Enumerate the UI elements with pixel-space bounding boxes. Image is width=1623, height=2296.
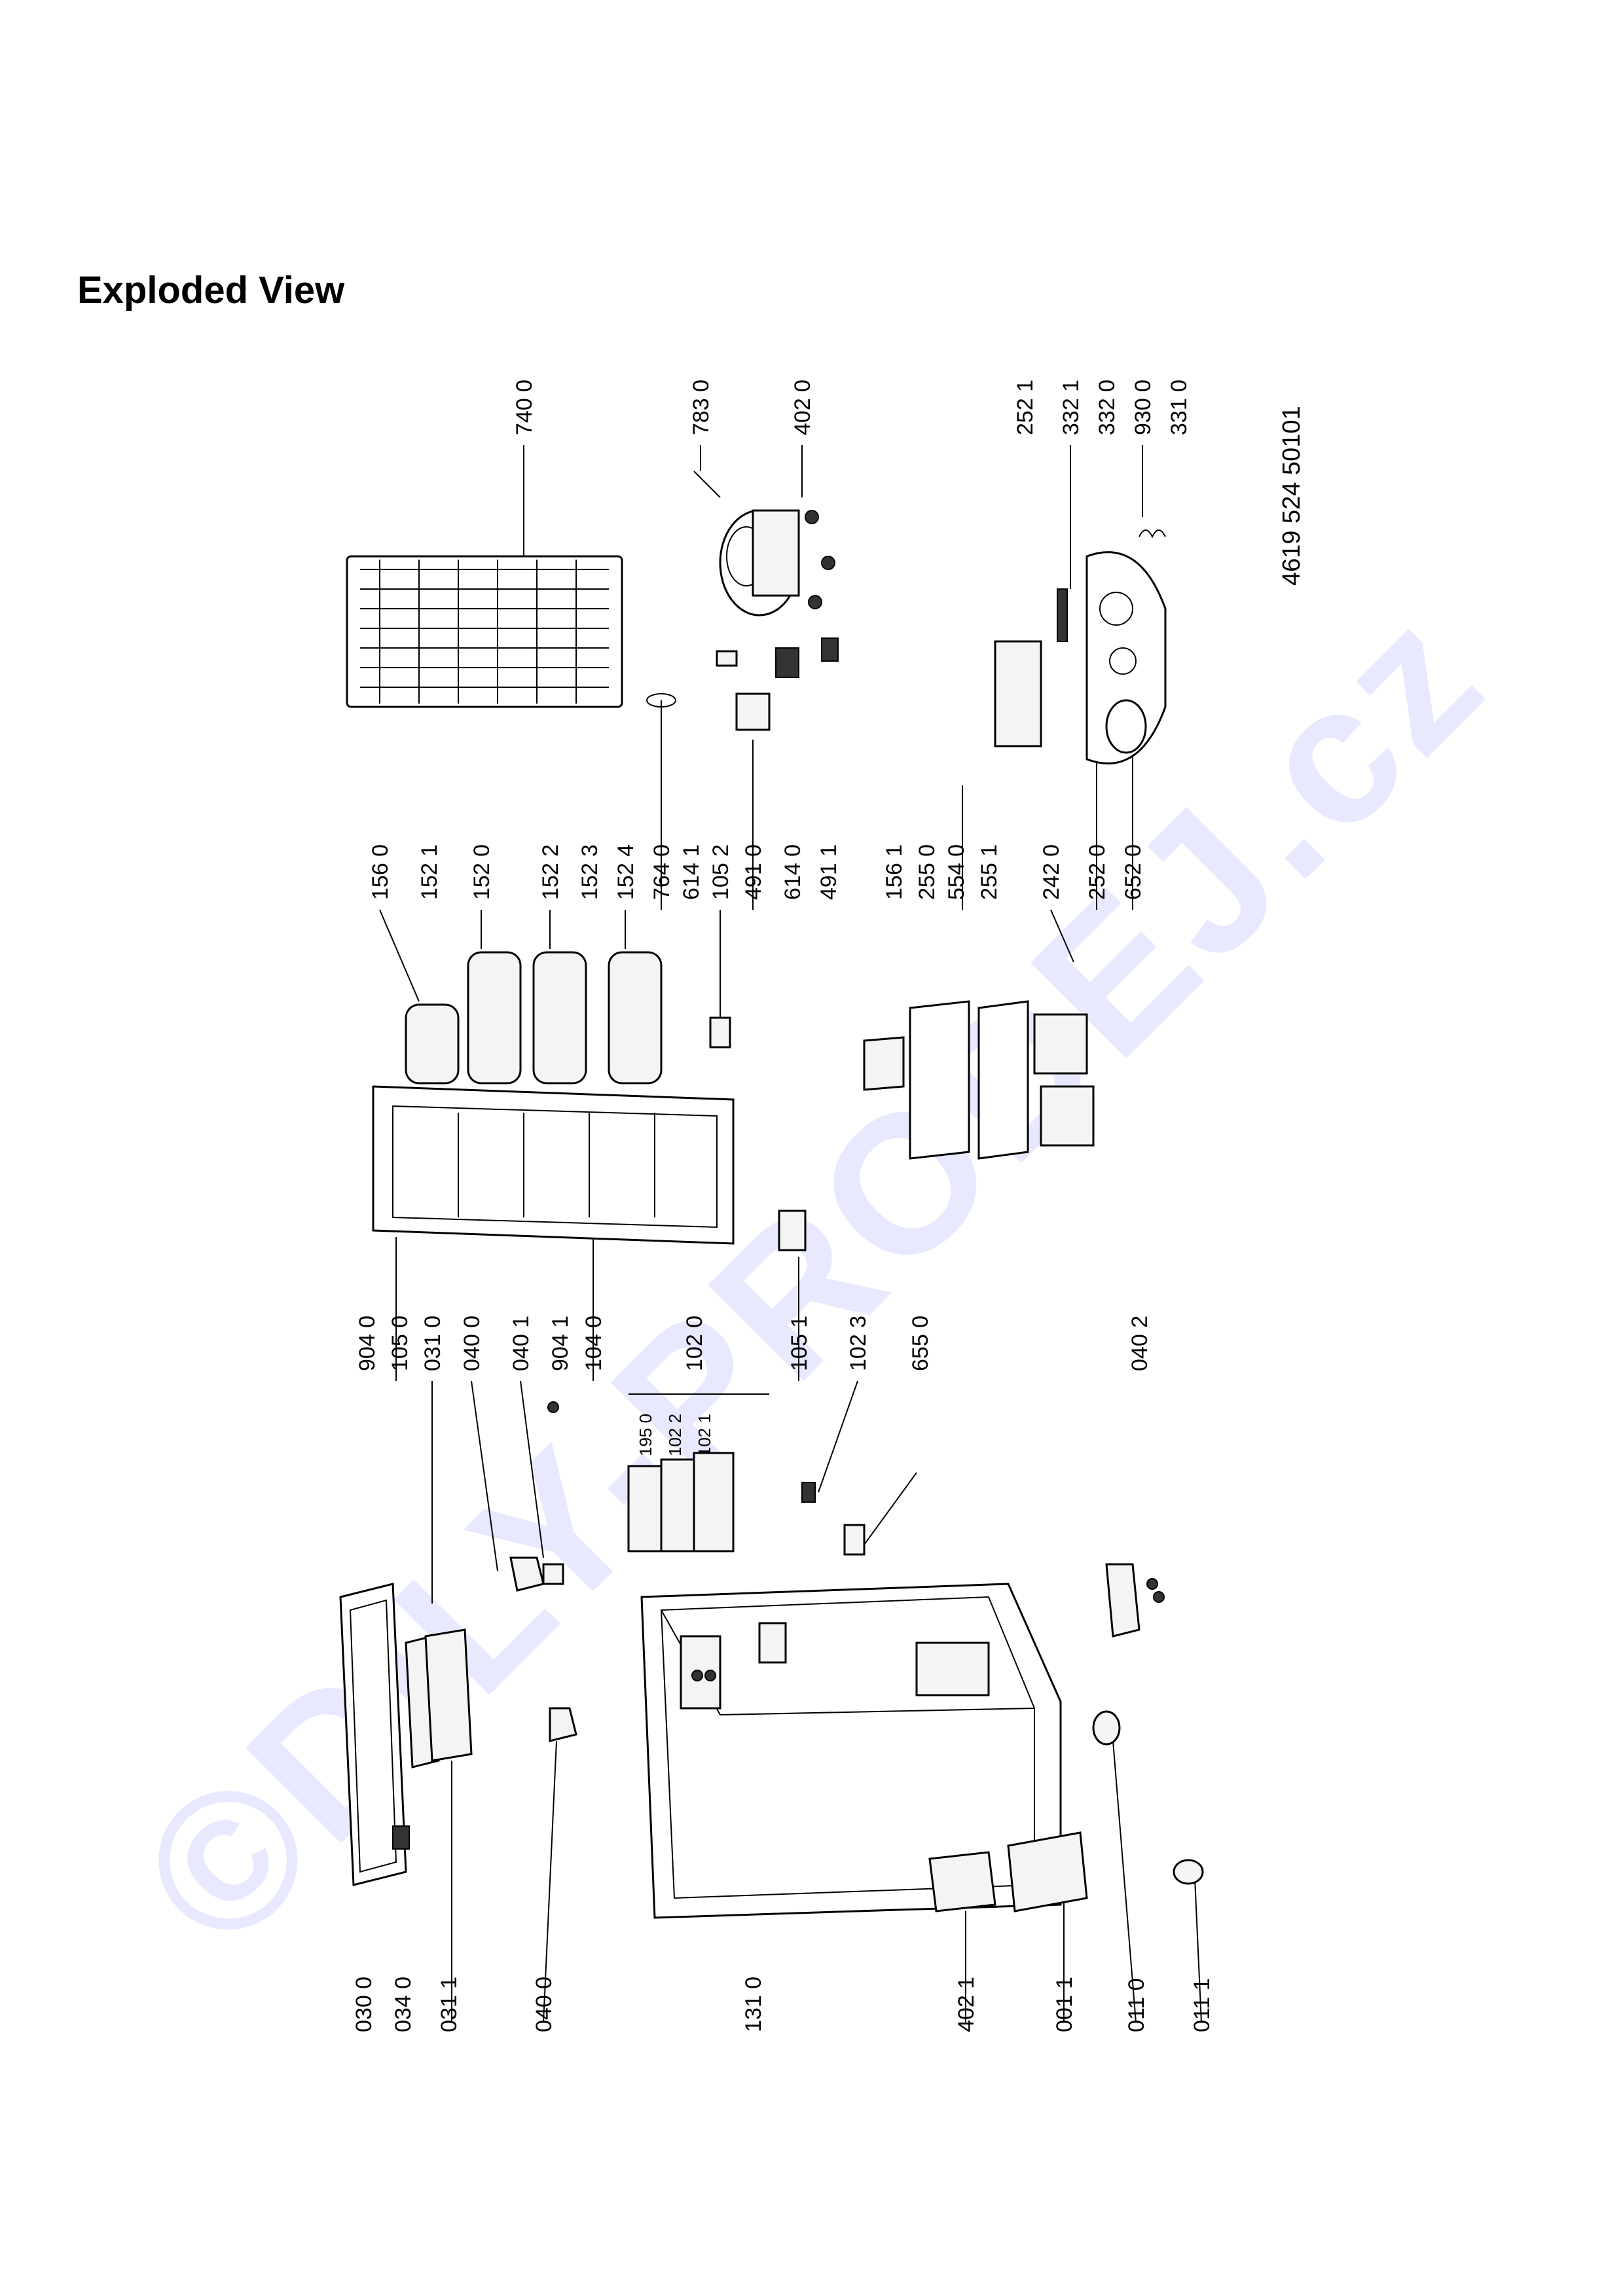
leader-lines [379,445,1202,2023]
hinge-parts [509,1401,1165,1742]
bottom-labels: 030 0 034 0 031 1 040 0 131 0 402 1 001 … [352,1977,1214,2032]
label-252-1: 252 1 [1013,380,1038,435]
label-156-0: 156 0 [368,844,393,900]
label-783-0: 783 0 [689,380,714,435]
label-740-0: 740 0 [512,380,537,435]
label-152-0: 152 0 [469,844,494,900]
label-105-0: 105 0 [388,1316,412,1371]
document-number: 4619 524 50101 [1278,406,1305,586]
label-554-0: 554 0 [944,844,969,900]
label-402-0: 402 0 [790,380,815,435]
label-030-0: 030 0 [352,1977,376,2032]
label-040-1: 040 1 [509,1316,534,1371]
label-011-0: 011 0 [1124,1978,1149,2032]
label-031-0: 031 0 [420,1316,445,1371]
door-part [372,951,807,1251]
label-655-0: 655 0 [908,1316,933,1371]
compressor-part [693,471,835,617]
label-614-1: 614 1 [679,844,704,900]
page-title: Exploded View [77,269,345,312]
cabinet-part [640,1583,1062,1919]
label-152-4: 152 4 [613,844,638,900]
label-011-1: 011 1 [1190,1978,1214,2032]
ice-tray-parts [627,1452,866,1556]
label-332-0: 332 0 [1095,380,1120,435]
condenser-part [346,555,623,708]
label-102-1: 102 1 [695,1414,714,1456]
label-255-0: 255 0 [915,844,939,900]
label-156-1: 156 1 [882,844,907,900]
label-904-1: 904 1 [548,1316,573,1371]
label-034-0: 034 0 [391,1977,416,2032]
label-152-1: 152 1 [417,844,442,900]
label-152-2: 152 2 [538,844,563,900]
label-031-1: 031 1 [437,1977,462,2032]
label-152-3: 152 3 [577,844,602,900]
door-frame-parts [339,1583,473,1886]
label-614-0: 614 0 [780,844,805,900]
label-331-0: 331 0 [1167,380,1192,435]
label-102-0: 102 0 [682,1316,707,1371]
label-131-0: 131 0 [741,1977,766,2032]
electrical-parts [646,637,839,731]
label-102-2: 102 2 [665,1414,685,1456]
label-040-0: 040 0 [460,1316,484,1371]
label-904-0: 904 0 [355,1316,380,1371]
label-102-3: 102 3 [846,1316,871,1371]
freezer-parts [863,529,1167,1160]
label-105-2: 105 2 [708,844,733,900]
label-040-2: 040 2 [1127,1316,1152,1371]
label-242-0: 242 0 [1039,844,1064,900]
label-195-0: 195 0 [636,1414,655,1456]
base-parts [928,1710,1204,1912]
label-491-1: 491 1 [816,844,841,900]
label-930-0: 930 0 [1131,380,1156,435]
label-255-1: 255 1 [977,844,1002,900]
label-332-1: 332 1 [1059,380,1084,435]
